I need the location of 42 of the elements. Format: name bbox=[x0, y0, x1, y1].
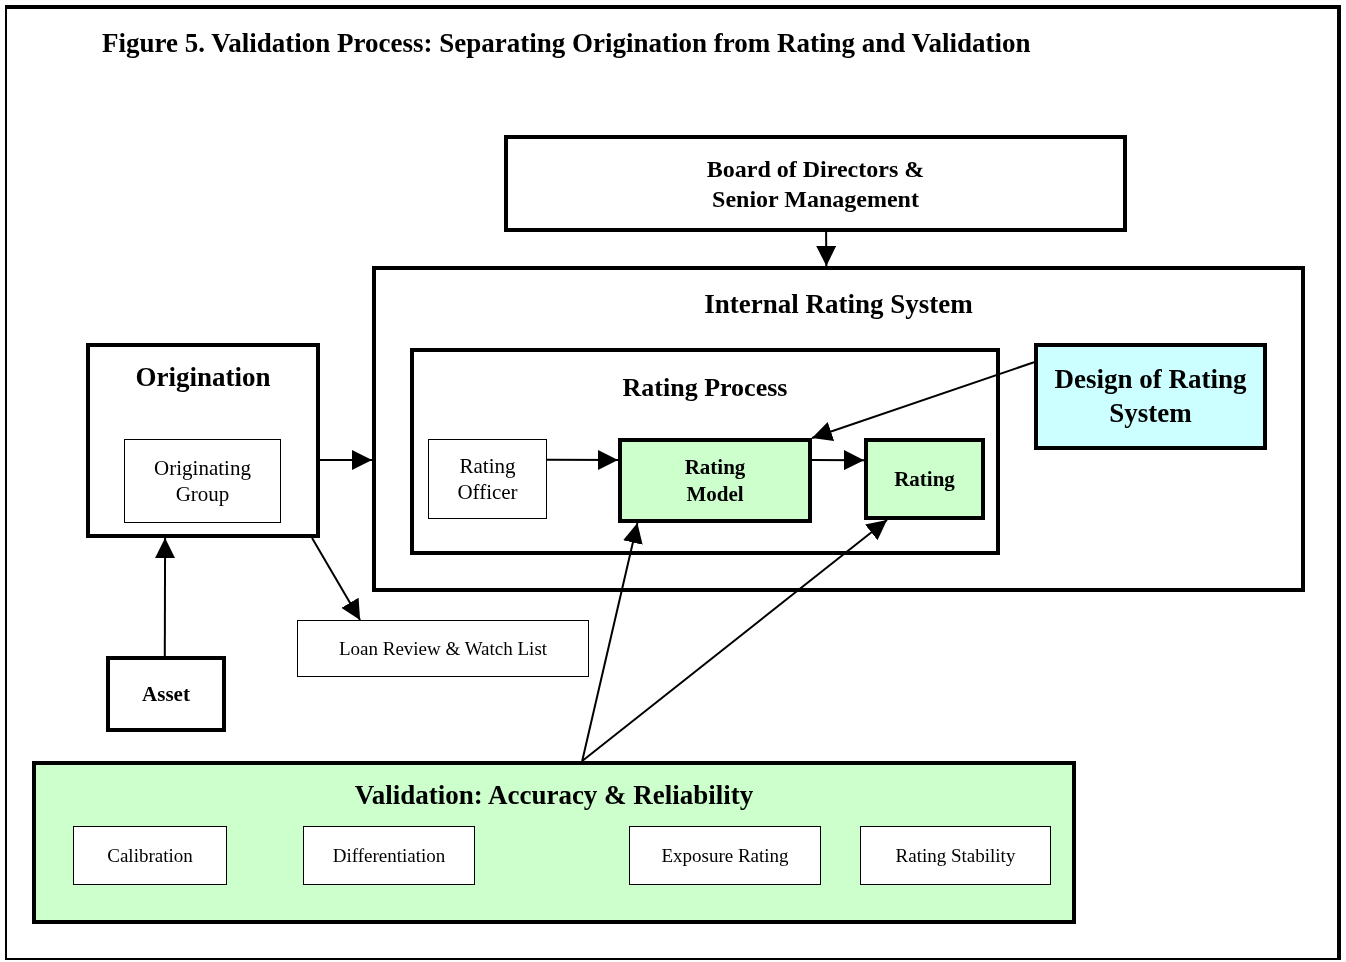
component-box bbox=[860, 826, 1051, 885]
figure-title: Figure 5. Validation Process: Separating Origination from Rating and Validation bbox=[102, 28, 1031, 59]
box-label: Loan Review & Watch List bbox=[337, 636, 549, 661]
group-box bbox=[124, 439, 281, 523]
container-heading: Internal Rating System bbox=[703, 288, 974, 321]
arrow bbox=[581, 522, 643, 762]
origination-container bbox=[86, 343, 320, 538]
container-heading: Rating Process bbox=[621, 372, 789, 404]
process-box bbox=[864, 438, 985, 520]
process-box bbox=[618, 438, 812, 523]
component-box bbox=[73, 826, 227, 885]
arrow bbox=[811, 450, 865, 471]
component-box bbox=[303, 826, 475, 885]
management-box bbox=[504, 135, 1127, 232]
review-box bbox=[297, 620, 589, 677]
design-box bbox=[1034, 343, 1267, 450]
box-label: Design of Rating System bbox=[1053, 362, 1248, 430]
arrow bbox=[319, 450, 373, 470]
arrow bbox=[581, 519, 888, 762]
arrow bbox=[811, 361, 1035, 441]
box-label: Exposure Rating bbox=[660, 843, 790, 868]
asset-box bbox=[106, 656, 226, 732]
box-label: Rating Stability bbox=[894, 843, 1017, 868]
box-label: Rating Officer bbox=[456, 452, 519, 506]
box-label: Differentiation bbox=[331, 843, 447, 868]
container-heading: Validation: Accuracy & Reliability bbox=[353, 779, 755, 812]
box-label: Calibration bbox=[106, 843, 194, 868]
arrow bbox=[546, 450, 619, 470]
component-box bbox=[629, 826, 821, 885]
arrow bbox=[155, 537, 176, 657]
box-label: Rating bbox=[893, 465, 956, 493]
container-heading: Origination bbox=[134, 361, 272, 394]
process-box bbox=[428, 439, 547, 519]
arrow bbox=[816, 231, 837, 267]
box-label: Asset bbox=[141, 680, 191, 708]
box-label: Rating Model bbox=[683, 454, 747, 507]
arrow bbox=[311, 537, 362, 621]
process-container bbox=[410, 348, 1000, 555]
box-label: Board of Directors & Senior Management bbox=[705, 154, 926, 214]
box-label: Originating Group bbox=[153, 454, 252, 508]
system-container bbox=[372, 266, 1305, 592]
validation-container bbox=[32, 761, 1076, 924]
